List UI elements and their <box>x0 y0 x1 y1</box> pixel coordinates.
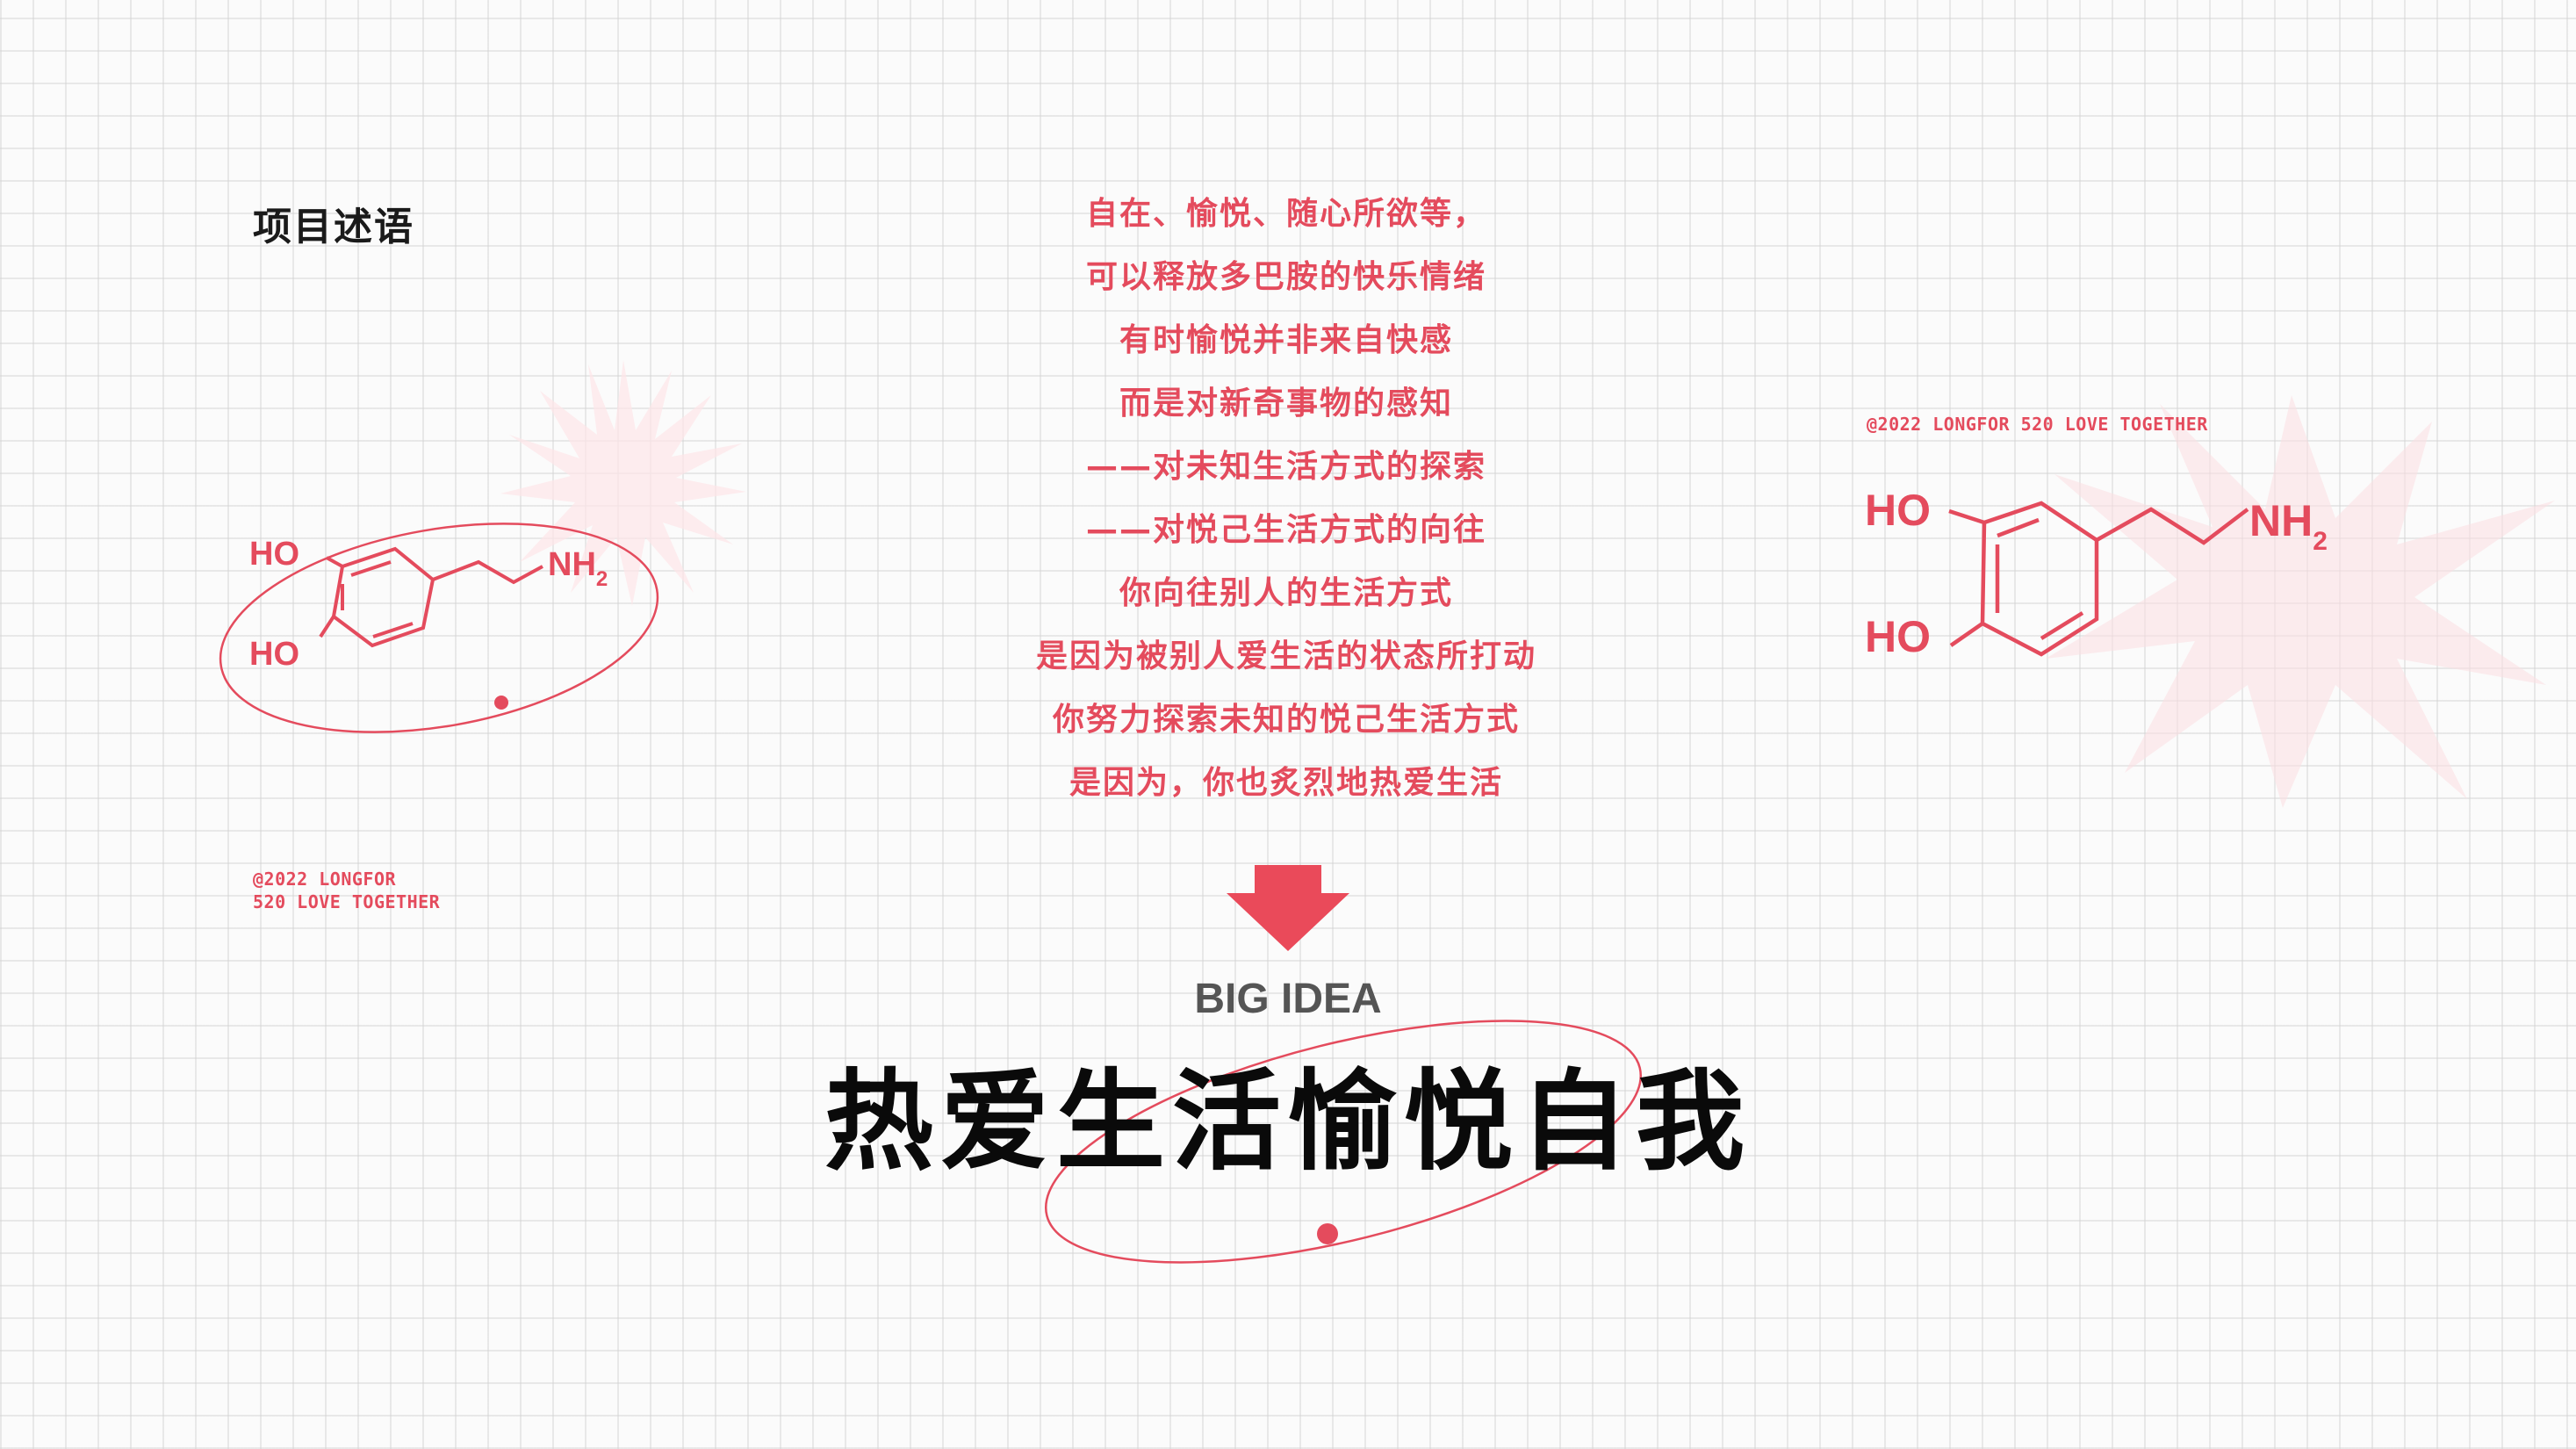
ho-top-label: HO <box>1865 486 1931 535</box>
poem-line: 可以释放多巴胺的快乐情绪 <box>1085 259 1486 295</box>
credit-left-line2: 520 LOVE TOGETHER <box>253 891 441 912</box>
credit-right: @2022 LONGFOR 520 LOVE TOGETHER <box>1867 414 2208 435</box>
dopamine-molecule-right: HO HO NH2 <box>1865 486 2328 661</box>
nh2-label: NH2 <box>548 546 608 591</box>
poem-line: 你向往别人的生活方式 <box>1119 575 1453 611</box>
slogan-heading: 热爱生活愉悦自我 <box>824 1059 1752 1186</box>
dopamine-molecule-left: HO HO NH2 <box>219 523 659 733</box>
slogan-orbit <box>1045 1020 1642 1264</box>
poem-line: 而是对新奇事物的感知 <box>1119 386 1453 422</box>
nh2-label: NH2 <box>2249 496 2328 556</box>
poem-line: 是因为，你也炙烈地热爱生活 <box>1069 765 1503 801</box>
orbit-dot <box>494 696 508 710</box>
big-idea-label: BIG IDEA <box>1194 976 1382 1022</box>
starburst-left-decoration <box>500 360 746 606</box>
orbit-ellipse <box>219 523 659 733</box>
poem-line: ——对未知生活方式的探索 <box>1085 449 1486 485</box>
poem-line: 你努力探索未知的悦己生活方式 <box>1052 702 1520 738</box>
poem-line: 是因为被别人爱生活的状态所打动 <box>1035 638 1536 674</box>
ho-bottom-label: HO <box>1865 612 1931 661</box>
down-arrow-icon <box>1227 865 1349 951</box>
starburst-right-decoration <box>2046 395 2555 808</box>
poem-block: 自在、愉悦、随心所欲等， 可以释放多巴胺的快乐情绪 有时愉悦并非来自快感 而是对… <box>878 190 1695 822</box>
ho-bottom-label: HO <box>249 636 299 673</box>
orbit-dot <box>1317 1223 1338 1244</box>
credit-left: @2022 LONGFOR 520 LOVE TOGETHER <box>253 868 440 913</box>
poem-line: 自在、愉悦、随心所欲等， <box>1085 196 1486 232</box>
section-title: 项目述语 <box>253 205 414 249</box>
ho-top-label: HO <box>249 536 299 573</box>
poem-line: 有时愉悦并非来自快感 <box>1119 322 1453 358</box>
poem-line: ——对悦己生活方式的向往 <box>1085 512 1486 548</box>
credit-left-line1: @2022 LONGFOR <box>253 869 397 890</box>
